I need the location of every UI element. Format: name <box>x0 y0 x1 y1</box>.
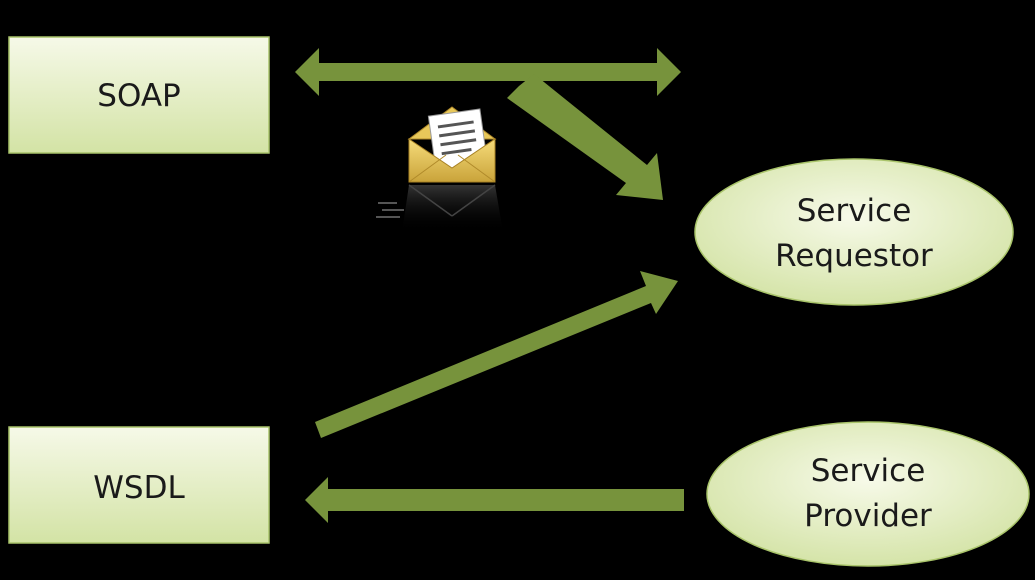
soap-label: SOAP <box>97 78 180 114</box>
service-provider-label-line1: Service <box>811 453 926 489</box>
arrow-provider-to-wsdl <box>305 477 684 523</box>
soap-node: SOAP <box>8 36 270 154</box>
double-arrow <box>295 48 681 96</box>
service-requestor-label-line2: Requestor <box>775 238 933 274</box>
arrow-to-requestor-top <box>507 74 663 200</box>
arrow-wsdl-to-requestor <box>315 271 678 438</box>
service-requestor-node: Service Requestor <box>694 158 1014 306</box>
service-requestor-label-line1: Service <box>797 193 912 229</box>
wsdl-label: WSDL <box>93 470 185 506</box>
wsdl-node: WSDL <box>8 426 270 544</box>
envelope-with-document-icon <box>376 106 503 232</box>
service-provider-node: Service Provider <box>706 421 1030 567</box>
service-provider-label-line2: Provider <box>804 498 932 534</box>
